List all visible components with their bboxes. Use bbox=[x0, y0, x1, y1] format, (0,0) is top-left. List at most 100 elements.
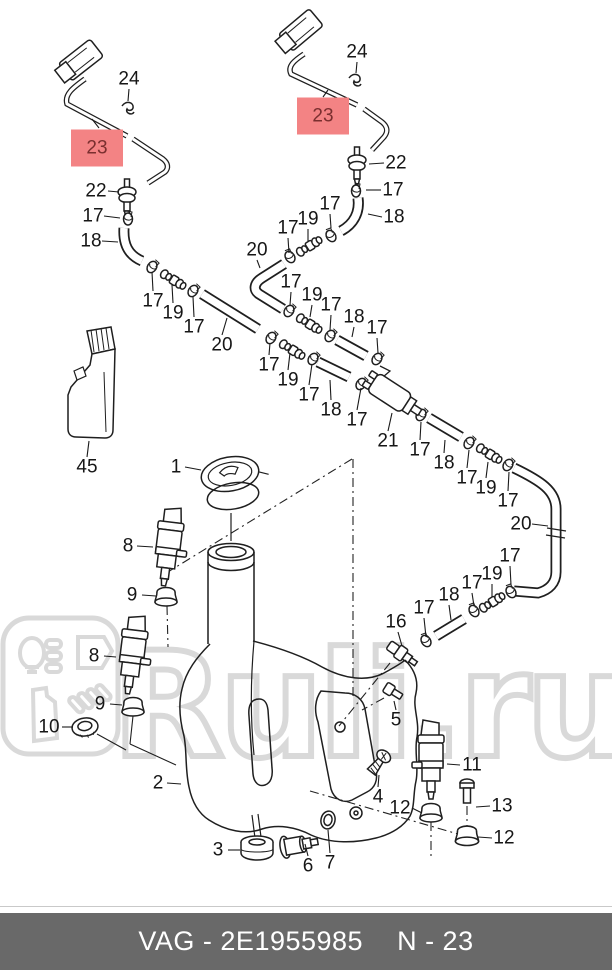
part-label: 11 bbox=[462, 754, 482, 776]
leader-line bbox=[101, 240, 119, 243]
leader-line bbox=[184, 466, 202, 471]
catalog-part-number: VAG - 2E1955985 bbox=[138, 926, 364, 956]
part-label: 1 bbox=[170, 456, 182, 478]
part-label: 17 bbox=[319, 193, 341, 215]
part-label: 19 bbox=[162, 302, 184, 324]
part-label: 21 bbox=[377, 430, 399, 452]
leader-line bbox=[475, 805, 491, 808]
washer-nozzle-right bbox=[274, 9, 323, 55]
part-label: 17 bbox=[461, 572, 483, 594]
plug-10 bbox=[71, 717, 99, 738]
leader-line bbox=[304, 843, 309, 857]
check-valve bbox=[361, 370, 423, 417]
part-label: 5 bbox=[390, 709, 402, 731]
leader-line bbox=[171, 284, 174, 304]
part-label: 17 bbox=[346, 409, 368, 431]
part-label: 20 bbox=[211, 334, 233, 356]
leader-line bbox=[309, 304, 313, 318]
part-label: 17 bbox=[183, 316, 205, 338]
leader-line bbox=[376, 337, 379, 354]
leader-line bbox=[471, 592, 475, 607]
leader-line bbox=[86, 440, 90, 458]
part-label: 19 bbox=[481, 563, 503, 585]
part-label: 7 bbox=[324, 852, 336, 874]
leader-line bbox=[308, 363, 313, 386]
part-label: 16 bbox=[385, 611, 407, 633]
leader-line bbox=[192, 296, 195, 318]
part-label: 19 bbox=[277, 369, 299, 391]
screw-4 bbox=[366, 749, 392, 777]
part-label: 3 bbox=[212, 839, 224, 861]
diagram-art: Ruli.ru bbox=[0, 9, 612, 861]
leader-line bbox=[136, 545, 154, 548]
leader-line bbox=[103, 215, 121, 219]
leader-line bbox=[485, 461, 489, 479]
leader-line bbox=[268, 342, 271, 356]
part-label: 17 bbox=[298, 384, 320, 406]
leader-line bbox=[477, 836, 493, 839]
leader-line bbox=[423, 617, 427, 638]
part-label: 19 bbox=[475, 477, 497, 499]
part-label: 17 bbox=[258, 354, 280, 376]
leader-line bbox=[531, 523, 549, 527]
fitting-16 bbox=[386, 640, 419, 667]
part-label: 20 bbox=[510, 513, 532, 535]
part-label: 19 bbox=[301, 284, 323, 306]
leader-line bbox=[289, 291, 292, 306]
leader-line bbox=[443, 439, 446, 454]
part-label: 18 bbox=[80, 230, 102, 252]
leader-line bbox=[367, 213, 383, 218]
leader-line bbox=[107, 190, 120, 193]
leader-line bbox=[256, 259, 261, 269]
leader-line bbox=[466, 449, 470, 469]
drain-plug bbox=[240, 835, 274, 861]
leader-line bbox=[351, 326, 355, 338]
part-label-highlighted[interactable]: 23 bbox=[297, 97, 349, 135]
part-label: 22 bbox=[85, 180, 107, 202]
leader-line bbox=[355, 61, 358, 74]
part-label: 24 bbox=[118, 68, 140, 90]
leader-line bbox=[109, 703, 123, 706]
reservoir-tank bbox=[179, 542, 419, 843]
leader-line bbox=[329, 314, 332, 331]
part-label: 18 bbox=[438, 584, 460, 606]
watermark: Ruli.ru bbox=[0, 615, 612, 794]
part-label: 12 bbox=[493, 827, 515, 849]
leader-line bbox=[322, 89, 329, 98]
leader-line bbox=[221, 317, 228, 336]
leader-lines bbox=[62, 61, 549, 857]
part-label: 4 bbox=[372, 786, 384, 808]
leader-line bbox=[141, 594, 157, 597]
connector-6 bbox=[279, 835, 320, 859]
screw-13 bbox=[459, 778, 475, 804]
part-label: 17 bbox=[456, 467, 478, 489]
part-label-highlighted[interactable]: 23 bbox=[71, 129, 123, 167]
leader-line bbox=[507, 471, 510, 492]
part-label: 18 bbox=[383, 206, 405, 228]
part-label: 24 bbox=[346, 41, 368, 63]
part-label: 2 bbox=[152, 772, 164, 794]
leader-line bbox=[419, 421, 422, 441]
leader-line bbox=[287, 352, 291, 371]
leader-line bbox=[329, 379, 332, 401]
washer-nozzle-left bbox=[53, 39, 104, 84]
footer-divider bbox=[0, 906, 612, 907]
part-label: 17 bbox=[82, 205, 104, 227]
fluid-bottle bbox=[67, 326, 116, 439]
part-label: 17 bbox=[499, 545, 521, 567]
part-label: 20 bbox=[246, 239, 268, 261]
fitting-5 bbox=[382, 682, 404, 700]
catalog-page-number: N - 23 bbox=[397, 926, 474, 956]
part-label: 9 bbox=[94, 693, 106, 715]
part-label: 19 bbox=[297, 208, 319, 230]
leader-line bbox=[287, 237, 290, 254]
part-label: 17 bbox=[277, 217, 299, 239]
footer-bar: VAG - 2E1955985 N - 23 bbox=[0, 913, 612, 970]
part-label: 9 bbox=[126, 584, 138, 606]
part-label: 17 bbox=[142, 290, 164, 312]
part-label: 17 bbox=[320, 294, 342, 316]
leader-line bbox=[127, 88, 130, 102]
part-label: 45 bbox=[76, 456, 98, 478]
leader-line bbox=[151, 271, 154, 292]
